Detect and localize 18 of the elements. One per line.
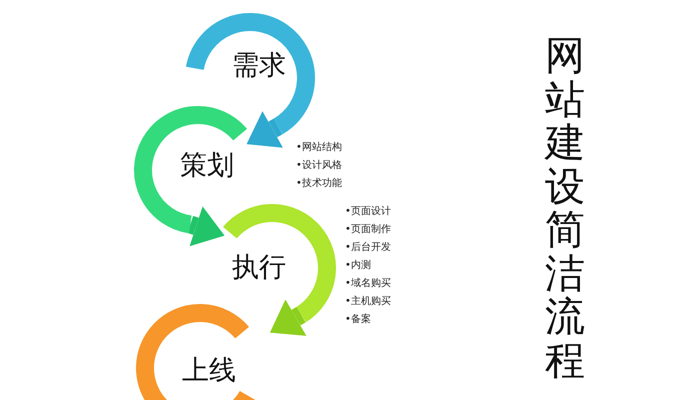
- bullet-item: •页面制作: [345, 222, 391, 237]
- bullet-item: •域名购买: [345, 276, 391, 291]
- bullet-item: •技术功能: [296, 176, 342, 191]
- stage-label: 策划: [180, 152, 234, 179]
- bullet-item: •网站结构: [296, 140, 342, 155]
- bullet-item: •页面设计: [345, 204, 391, 219]
- bullet-item: •设计风格: [296, 158, 342, 173]
- stage-label: 执行: [232, 254, 286, 281]
- stage-label: 上线: [182, 357, 236, 384]
- arrow: [246, 111, 284, 148]
- bullet-item: •内测: [345, 258, 372, 273]
- arrow: [188, 206, 225, 246]
- arrow: [270, 299, 306, 336]
- stage-label: 需求: [232, 52, 286, 79]
- bullet-item: •主机购买: [345, 294, 391, 309]
- bullet-item: •后台开发: [345, 240, 391, 255]
- vertical-title: 网站建设简洁流程: [544, 35, 586, 383]
- bullet-item: •备案: [345, 312, 372, 327]
